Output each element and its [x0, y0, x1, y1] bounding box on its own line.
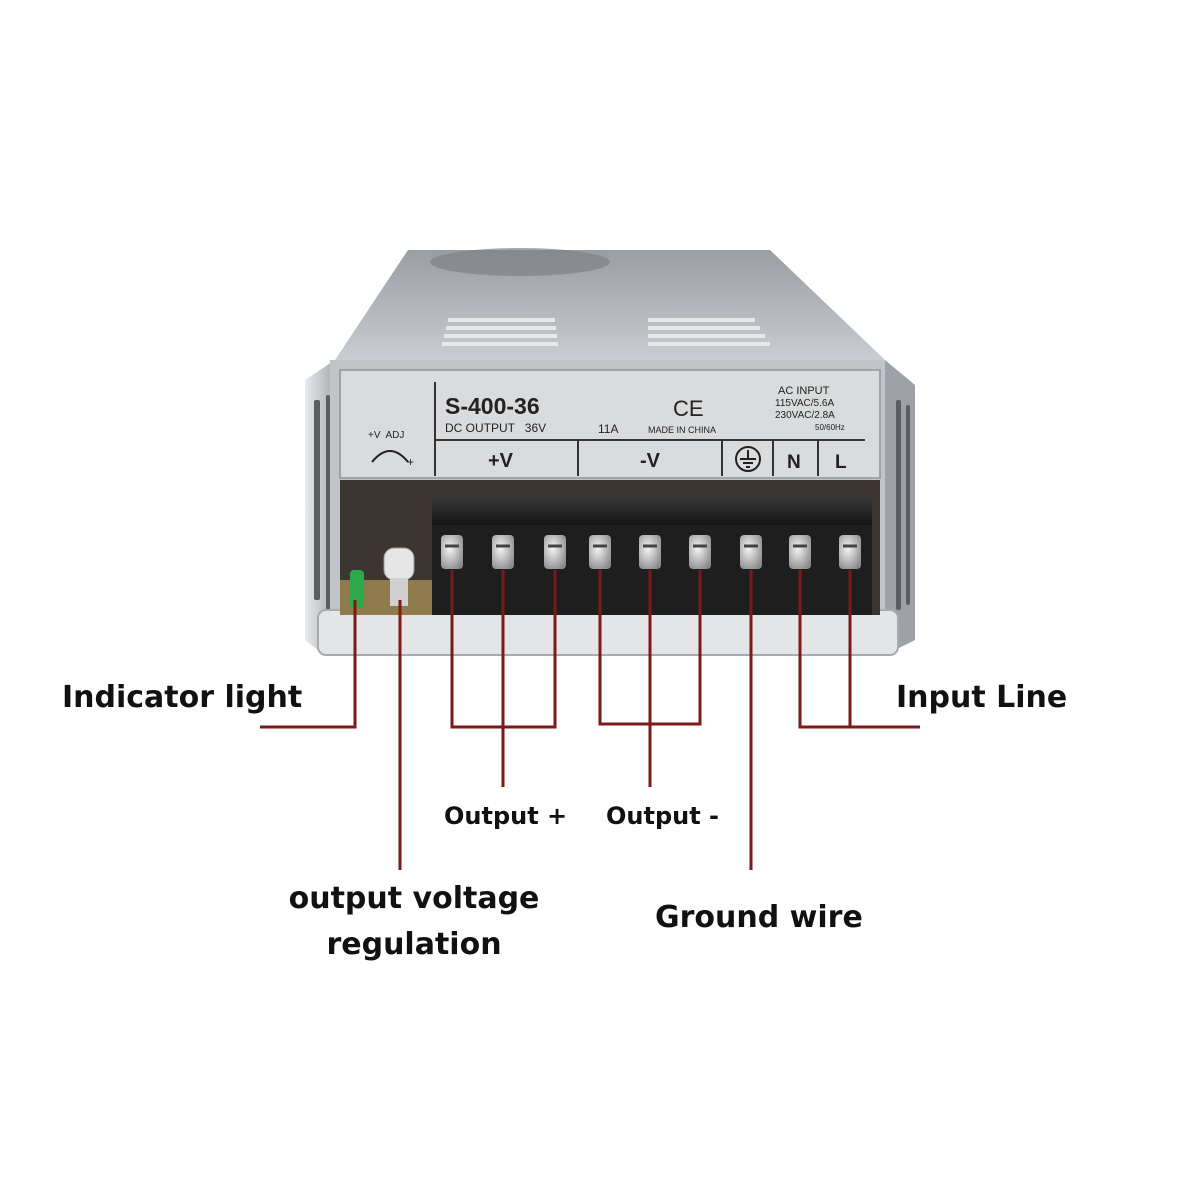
- callout-ground-wire: Ground wire: [655, 900, 863, 935]
- current-label: 11A: [598, 422, 618, 436]
- ac-input-line-1: AC INPUT: [778, 385, 830, 397]
- terminal-label-plus-v: +V: [488, 450, 514, 472]
- terminal-screw[interactable]: [492, 535, 514, 569]
- adj-label: +V ADJ: [368, 430, 404, 441]
- leader-lines: [260, 570, 920, 870]
- terminal-screw[interactable]: [789, 535, 811, 569]
- adj-plus: +: [407, 455, 414, 469]
- terminal-screw[interactable]: [589, 535, 611, 569]
- terminal-screw[interactable]: [740, 535, 762, 569]
- terminal-label-minus-v: -V: [640, 450, 661, 472]
- ac-input-line-3: 230VAC/2.8A: [775, 410, 835, 421]
- callout-output-minus: Output -: [606, 802, 720, 830]
- callout-indicator-light: Indicator light: [62, 680, 303, 715]
- terminal-screw[interactable]: [839, 535, 861, 569]
- terminal-screw[interactable]: [689, 535, 711, 569]
- terminal-block: [432, 495, 872, 615]
- model-label: S-400-36: [445, 393, 540, 419]
- ac-input-line-2: 115VAC/5.6A: [775, 398, 834, 409]
- ac-input-line-4: 50/60Hz: [815, 423, 845, 432]
- terminal-screw[interactable]: [544, 535, 566, 569]
- side-vents: [314, 395, 910, 610]
- callout-input-line: Input Line: [896, 680, 1068, 715]
- callout-voltage-regulation-line-1: output voltage: [288, 881, 540, 916]
- adj-arrow-icon: [371, 450, 409, 463]
- terminal-screw[interactable]: [441, 535, 463, 569]
- ground-symbol-icon: [735, 446, 761, 472]
- terminal-label-l: L: [835, 452, 847, 473]
- origin-label: MADE IN CHINA: [648, 425, 716, 435]
- indicator-led: [350, 570, 364, 608]
- terminal-label-n: N: [787, 452, 801, 473]
- terminal-screw[interactable]: [639, 535, 661, 569]
- pcb-components: [350, 547, 415, 608]
- ce-mark: CE: [673, 396, 704, 421]
- leader-input: [798, 570, 920, 729]
- callout-voltage-regulation: output voltage regulation: [284, 876, 544, 968]
- leader-indicator: [260, 600, 357, 729]
- dc-output-label: DC OUTPUT 36V: [445, 421, 546, 435]
- callout-output-plus: Output +: [444, 802, 568, 830]
- label-panel: S-400-36 DC OUTPUT 36V 11A CE MADE IN CH…: [339, 369, 881, 479]
- top-vents: [442, 318, 770, 346]
- potentiometer: [383, 547, 415, 581]
- fan-grill: [430, 248, 610, 276]
- callout-voltage-regulation-line-2: regulation: [326, 927, 502, 962]
